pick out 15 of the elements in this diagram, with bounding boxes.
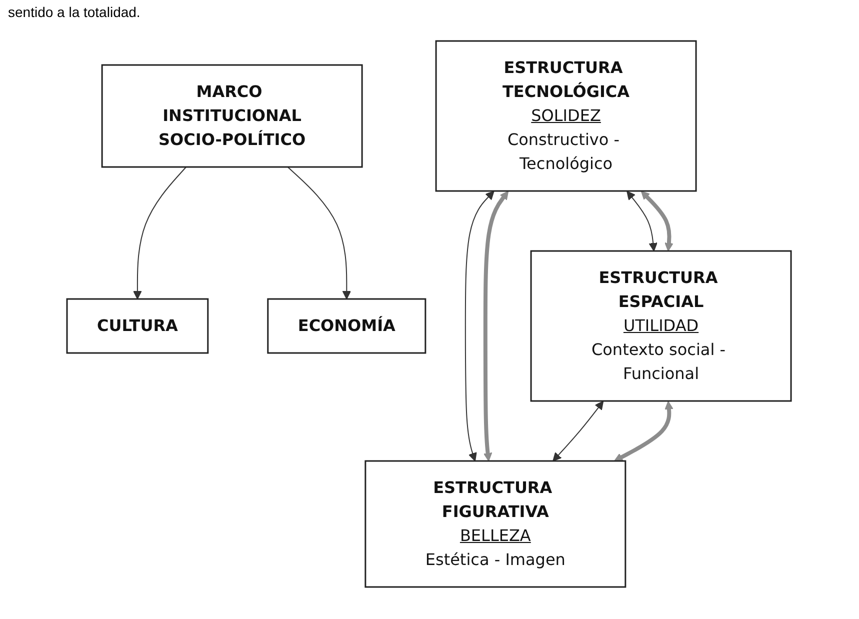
node-box: ESTRUCTURA FIGURATIVA BELLEZA Estética - Imagen bbox=[365, 460, 627, 588]
arrow bbox=[465, 190, 495, 462]
arrow bbox=[641, 190, 674, 252]
node-box: ESTRUCTURA TECNOLÓGICA SOLIDEZ Constructivo - Tecnológico bbox=[436, 40, 698, 192]
arrow bbox=[614, 401, 674, 462]
arrow bbox=[627, 190, 658, 252]
arrow bbox=[288, 166, 352, 300]
node-box: MARCO INSTITUCIONAL SOCIO-POLÍTICO bbox=[102, 64, 364, 168]
node-box: ESTRUCTURA ESPACIAL UTILIDAD Contexto social - Funcional bbox=[530, 250, 792, 402]
arrow bbox=[484, 190, 510, 462]
node-box: ECONOMÍA bbox=[268, 298, 427, 354]
node-box: CULTURA bbox=[66, 298, 210, 354]
note-text: sentido a la totalidad. bbox=[8, 4, 142, 20]
arrow bbox=[134, 166, 188, 300]
arrow bbox=[553, 400, 604, 462]
